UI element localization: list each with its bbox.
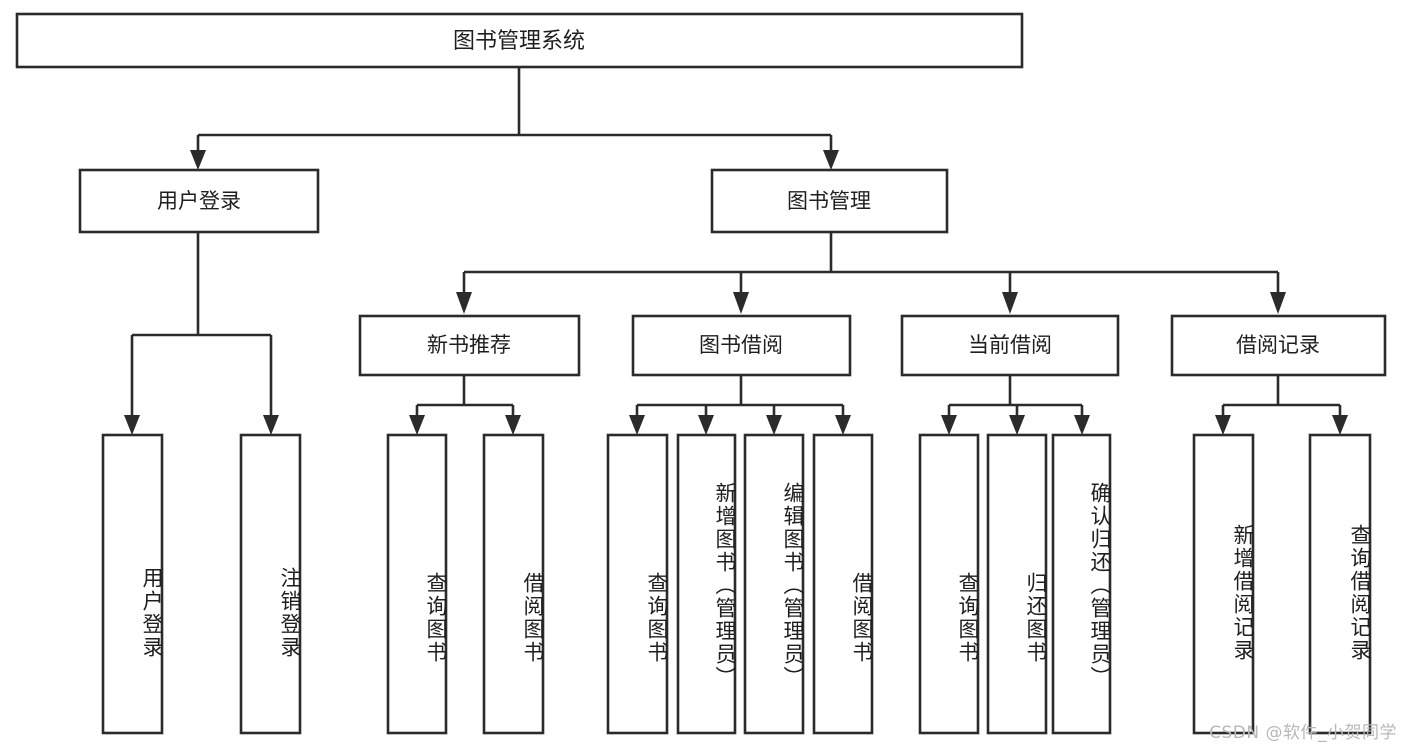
node-borrow-record-box[interactable] xyxy=(1170,314,1387,377)
node-user-login[interactable]: 用户登录 xyxy=(78,168,320,234)
arrow-head-book-manage xyxy=(823,150,839,170)
node-user-login-box[interactable] xyxy=(78,168,320,234)
node-book-manage-box[interactable] xyxy=(710,168,949,234)
leaf-box-user-login[interactable] xyxy=(101,433,164,735)
node-new-book-recommend-label: 新书推荐 xyxy=(427,333,511,357)
arrow-head-new-book-recommend xyxy=(456,292,472,314)
arrow-head-borrow-record xyxy=(1270,292,1286,314)
arrow-head-bb-query-book xyxy=(629,415,645,435)
arrow-head-br-add-record xyxy=(1215,415,1231,435)
arrow-head-cb-query-book xyxy=(941,415,957,435)
leaf-box-bb-add-book[interactable] xyxy=(676,433,737,735)
watermark-text: CSDN @软件_小贺同学 xyxy=(1209,723,1397,743)
node-borrow-record-label: 借阅记录 xyxy=(1236,333,1320,357)
leaf-box-cb-return-book[interactable] xyxy=(986,433,1048,735)
node-root-box[interactable] xyxy=(15,12,1024,69)
leaf-box-bb-query-book[interactable] xyxy=(606,433,669,735)
arrow-head-bb-borrow-book xyxy=(835,415,851,435)
leaf-box-nbr-query-book[interactable] xyxy=(386,433,448,735)
node-root[interactable]: 图书管理系统 xyxy=(15,12,1024,69)
node-book-borrow-label: 图书借阅 xyxy=(699,333,783,357)
node-current-borrow-label: 当前借阅 xyxy=(968,333,1052,357)
node-book-manage-label: 图书管理 xyxy=(787,189,871,213)
node-borrow-record[interactable]: 借阅记录 xyxy=(1170,314,1387,377)
arrow-head-cb-return-book xyxy=(1009,415,1025,435)
node-current-borrow[interactable]: 当前借阅 xyxy=(900,314,1120,377)
arrow-head-user-login xyxy=(190,150,206,170)
leaf-box-cb-confirm-return[interactable] xyxy=(1051,433,1112,735)
arrow-head-book-borrow xyxy=(733,292,749,314)
node-current-borrow-box[interactable] xyxy=(900,314,1120,377)
node-book-borrow-box[interactable] xyxy=(631,314,852,377)
arrow-head-cb-confirm-return xyxy=(1074,415,1090,435)
arrow-head-nbr-borrow-book xyxy=(505,415,521,435)
leaf-box-br-add-record[interactable] xyxy=(1192,433,1255,735)
arrow-head-br-query-record xyxy=(1332,415,1348,435)
node-root-label: 图书管理系统 xyxy=(453,29,585,54)
arrow-head-nbr-query-book xyxy=(409,415,425,435)
arrow-head-current-borrow xyxy=(1002,292,1018,314)
node-book-manage[interactable]: 图书管理 xyxy=(710,168,949,234)
leaf-box-nbr-borrow-book[interactable] xyxy=(482,433,545,735)
connectors xyxy=(124,67,1348,435)
arrow-head-leaf-user-login xyxy=(124,415,140,435)
node-new-book-recommend[interactable]: 新书推荐 xyxy=(358,314,581,377)
node-book-borrow[interactable]: 图书借阅 xyxy=(631,314,852,377)
arrow-head-bb-edit-book xyxy=(766,415,782,435)
leaf-box-logout[interactable] xyxy=(239,433,302,735)
leaf-box-bb-borrow-book[interactable] xyxy=(812,433,874,735)
leaf-box-cb-query-book[interactable] xyxy=(918,433,980,735)
leaf-box-br-query-record[interactable] xyxy=(1308,433,1372,735)
arrow-head-bb-add-book xyxy=(698,415,714,435)
node-new-book-recommend-box[interactable] xyxy=(358,314,581,377)
leaf-box-bb-edit-book[interactable] xyxy=(743,433,805,735)
node-user-login-label: 用户登录 xyxy=(157,189,241,213)
arrow-head-leaf-logout xyxy=(263,415,279,435)
